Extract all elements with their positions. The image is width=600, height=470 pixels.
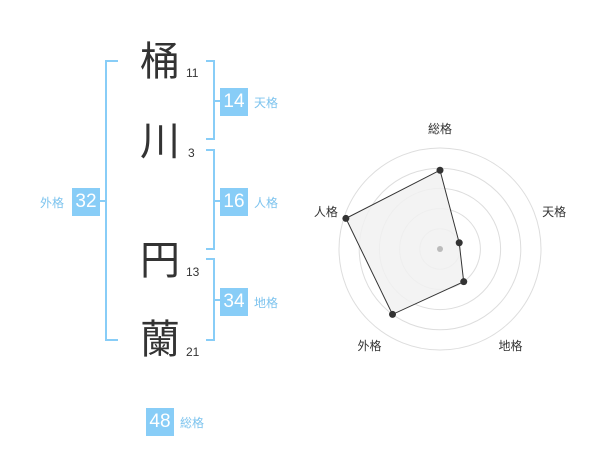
stroke-count-2: 3 — [188, 146, 195, 160]
tenkaku-label: 天格 — [254, 96, 279, 110]
gaikaku-label: 外格 — [40, 196, 65, 210]
jinkaku-bracket — [206, 149, 220, 250]
chikaku-value-badge: 34 — [220, 288, 248, 316]
radar-axis-label-jinkaku: 人格 — [313, 204, 338, 219]
name-char-1: 桶 — [140, 39, 180, 85]
radar-axis-label-tenkaku: 天格 — [542, 204, 567, 219]
gaikaku-bracket — [100, 60, 118, 341]
stroke-count-3: 13 — [186, 265, 200, 279]
name-char-4: 蘭 — [140, 317, 180, 363]
radar-point-4 — [342, 214, 350, 222]
stroke-count-1: 11 — [186, 66, 199, 80]
radar-ring — [338, 147, 542, 351]
radar-axis-label-chikaku: 地格 — [498, 339, 523, 354]
radar-point-2 — [460, 278, 468, 286]
radar-points — [342, 166, 468, 318]
chikaku-label: 地格 — [254, 296, 279, 310]
chikaku-bracket — [206, 258, 220, 341]
stroke-count-4: 21 — [186, 345, 200, 359]
name-char-3: 円 — [140, 238, 180, 284]
name-char-2: 川 — [140, 119, 180, 165]
soukaku-value-badge: 48 — [146, 408, 174, 436]
tenkaku-bracket — [206, 60, 220, 140]
radar-area — [345, 169, 465, 316]
tenkaku-value-badge: 14 — [220, 88, 248, 116]
gaikaku-value-badge: 32 — [72, 188, 100, 216]
radar-center-dot — [437, 246, 443, 252]
radar-point-0 — [436, 166, 444, 174]
soukaku-label: 総格 — [180, 416, 205, 430]
radar-point-1 — [455, 239, 463, 247]
jinkaku-value-badge: 16 — [220, 188, 248, 216]
jinkaku-label: 人格 — [254, 196, 279, 210]
radar-point-3 — [389, 310, 397, 318]
radar-axis-label-gaikaku: 外格 — [357, 339, 382, 354]
radar-axis-label-soukaku: 総格 — [428, 122, 453, 136]
